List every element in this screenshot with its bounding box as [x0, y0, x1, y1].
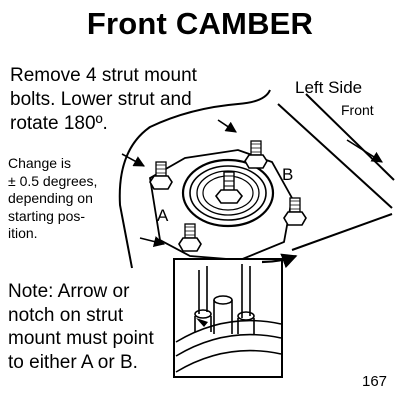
- notch-arrow-icon: [196, 318, 208, 327]
- note-line: to either A or B.: [8, 351, 138, 373]
- page-number: 167: [362, 373, 388, 390]
- note-line: notch on strut: [8, 304, 124, 326]
- fender-outline: [118, 89, 395, 269]
- mount-nut-4: [283, 197, 307, 226]
- instruction-line: rotate 180º.: [10, 113, 108, 134]
- change-line: starting pos-: [8, 207, 86, 224]
- instruction-text: Remove 4 strut mount bolts. Lower strut …: [10, 64, 197, 136]
- front-label: Front: [341, 102, 374, 118]
- position-a-label: A: [157, 206, 169, 225]
- change-line: ition.: [8, 225, 38, 241]
- center-nut: [214, 171, 244, 204]
- note-text: Note: Arrow or notch on strut mount must…: [8, 280, 154, 374]
- inset-detail: [173, 258, 283, 378]
- note-line: mount must point: [8, 328, 154, 349]
- change-line: Change is: [8, 155, 72, 171]
- note-line: Note: Arrow or: [8, 281, 130, 302]
- mount-nut-1: [149, 161, 173, 190]
- change-line: ± 0.5 degrees,: [8, 172, 98, 189]
- strut-mount-center: [181, 158, 275, 228]
- pointer-arrows: [121, 119, 383, 247]
- instruction-line: bolts. Lower strut and: [10, 89, 192, 110]
- instruction-line: Remove 4 strut mount: [10, 65, 197, 86]
- callout-lines: [261, 253, 298, 269]
- left-side-label: Left Side: [295, 78, 363, 97]
- change-line: depending on: [8, 190, 93, 206]
- change-amount-text: Change is ± 0.5 degrees, depending on st…: [8, 155, 97, 243]
- mount-nut-3: [178, 223, 202, 252]
- mount-nut-2: [244, 140, 268, 169]
- position-b-label: B: [282, 165, 294, 184]
- page-title: Front CAMBER: [86, 6, 314, 41]
